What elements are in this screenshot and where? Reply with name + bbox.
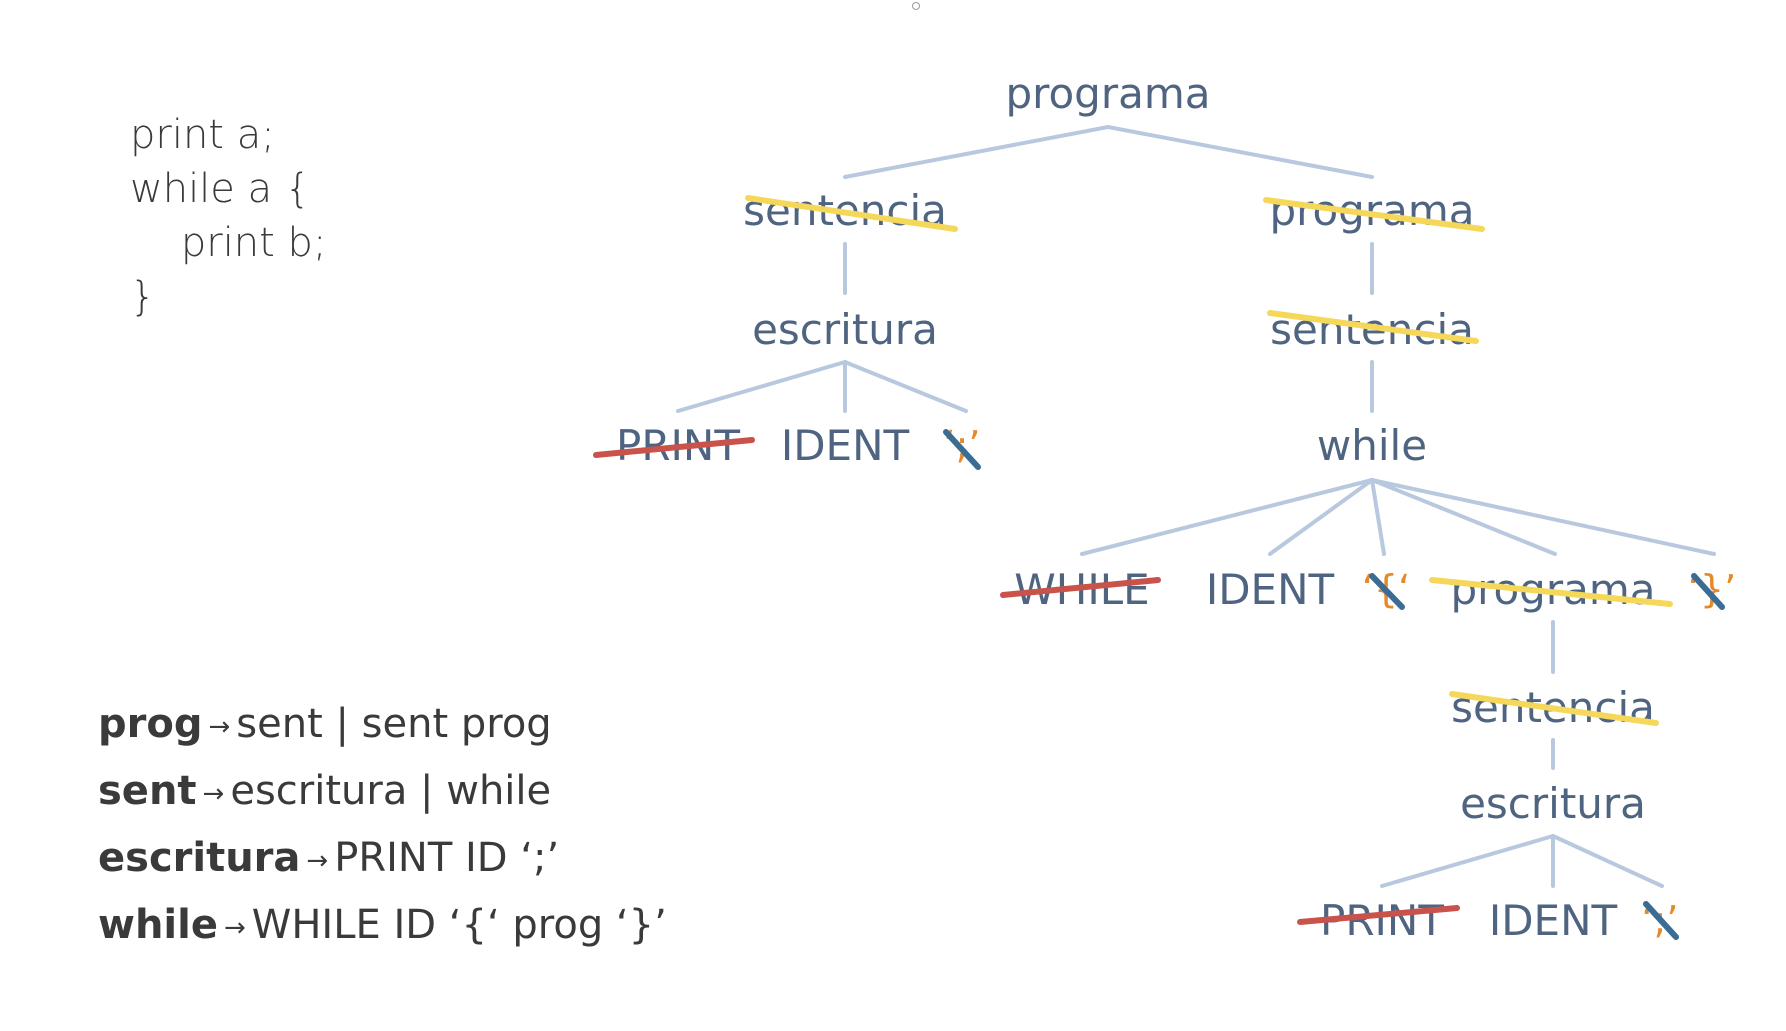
grammar-rule-sent: sent→escritura | while [98,759,667,826]
code-line-1: print a; [130,112,275,158]
edge-while-WHILE [1080,478,1374,556]
edge-while-lbrace [1370,478,1386,556]
arrow-icon: → [306,846,329,876]
edge-root-programa [1106,125,1374,179]
yellow-strike-programa [1263,197,1485,232]
node-escritura: escritura [1460,779,1646,828]
rule-rhs: sent | sent prog [236,701,552,747]
code-line-2: while a { [130,166,311,212]
grammar-rule-prog: prog→sent | sent prog [98,692,667,759]
code-line-3: print b; [130,220,327,266]
yellow-strike-sentencia [1449,691,1659,726]
strike-marks [593,195,1725,940]
rule-lhs: while [98,902,218,948]
blue-strike-semicolon [943,429,981,470]
edge-while-ident [1268,478,1374,556]
red-strike-while [1000,577,1161,598]
blue-strike-semicolon [1643,901,1679,940]
node-ident-token: IDENT [781,421,910,470]
yellow-strike-programa [1429,577,1673,607]
edge-while-rbrace [1370,478,1716,556]
edge-escritura-print [676,360,847,413]
node-programa: programa [1269,186,1474,235]
grammar-rules: prog→sent | sent prog sent→escritura | w… [98,692,667,960]
grammar-rule-while: while→WHILE ID ‘{‘ prog ‘}’ [98,893,667,960]
node-escritura: escritura [752,305,938,354]
edge-escritura2-print [1380,834,1555,888]
code-line-4: } [130,274,156,320]
blue-strike-rbrace [1691,573,1725,610]
yellow-strike-sentencia [745,195,958,232]
node-ident-token: IDENT [1206,565,1335,614]
red-strike-print [593,437,755,458]
rule-lhs: sent [98,768,197,814]
node-programa-root: programa [1005,69,1210,118]
blue-strike-lbrace [1369,573,1405,610]
edge-while-programa [1370,478,1557,556]
arrow-icon: → [208,712,231,742]
edge-escritura-semicolon [843,360,968,413]
source-code-example: print a; while a { print b; } [130,108,326,324]
rule-lhs: escritura [98,835,301,881]
yellow-strike-sentencia [1267,310,1479,344]
small-dot-marker [912,2,920,10]
grammar-rule-escritura: escritura→PRINT ID ‘;’ [98,826,667,893]
rule-rhs: escritura | while [230,768,552,814]
tree-edges [676,125,1716,888]
node-while: while [1317,421,1427,470]
rule-rhs: PRINT ID ‘;’ [334,835,560,881]
node-ident-token: IDENT [1489,896,1618,945]
rule-rhs: WHILE ID ‘{‘ prog ‘}’ [251,902,667,948]
rule-lhs: prog [98,701,203,747]
arrow-icon: → [223,913,246,943]
edge-escritura2-semicolon [1551,834,1664,888]
edge-root-sentencia [843,125,1110,179]
arrow-icon: → [202,779,225,809]
red-strike-print [1297,905,1460,925]
